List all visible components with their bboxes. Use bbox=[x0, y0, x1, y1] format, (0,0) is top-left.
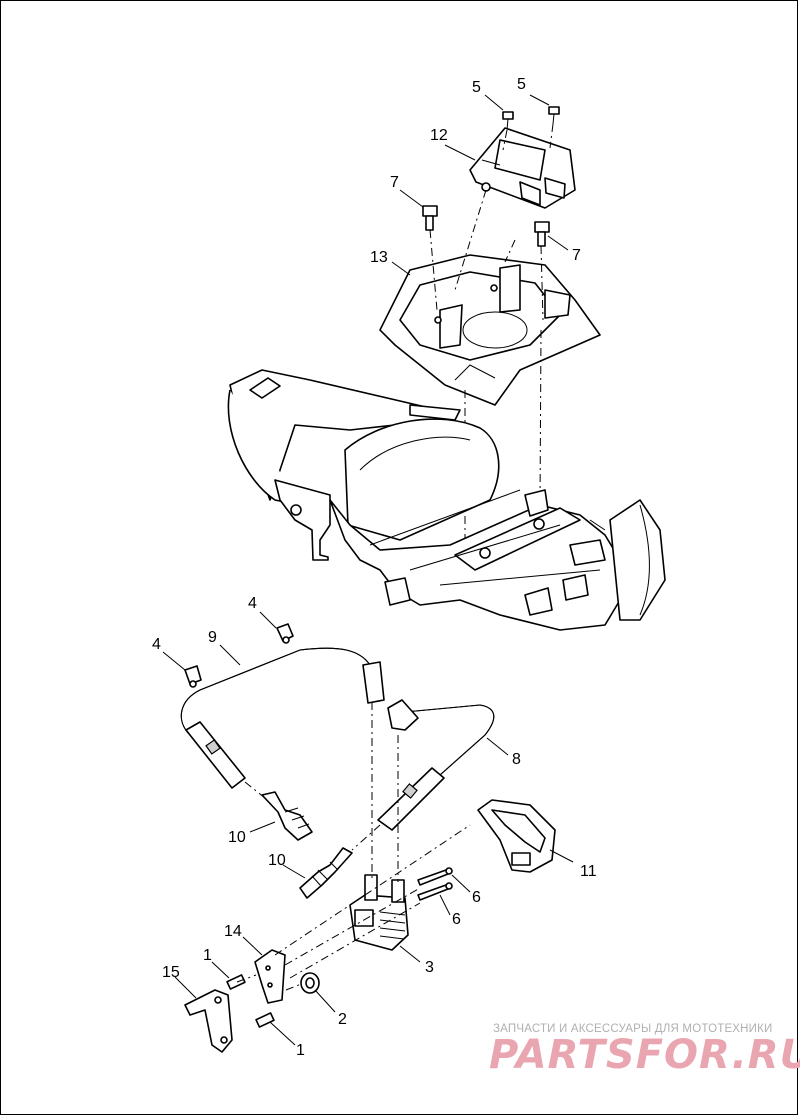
motorcycle-rear-frame bbox=[227, 369, 666, 631]
callout-8: 8 bbox=[512, 751, 521, 768]
screw-5-right bbox=[548, 106, 560, 125]
alignment-line bbox=[549, 123, 554, 149]
callout-5: 5 bbox=[472, 79, 481, 96]
coil-cover-11 bbox=[477, 799, 556, 873]
spark-plug-lead-8 bbox=[377, 699, 495, 831]
bolt-7-left bbox=[422, 205, 438, 231]
mounting-bracket-15 bbox=[184, 989, 233, 1053]
callout-1: 1 bbox=[203, 947, 212, 964]
callout-9: 9 bbox=[208, 629, 217, 646]
alignment-line bbox=[284, 887, 421, 966]
bolt-6-upper bbox=[417, 867, 453, 886]
callout-1: 1 bbox=[296, 1042, 305, 1059]
screw-5-left bbox=[502, 111, 514, 131]
alignment-line bbox=[236, 974, 257, 983]
ignition-coil-3 bbox=[349, 874, 409, 951]
callout-10: 10 bbox=[268, 852, 286, 869]
callout-14: 14 bbox=[224, 923, 242, 940]
alignment-line bbox=[539, 329, 542, 506]
screw-1-lower bbox=[255, 1012, 275, 1028]
alignment-line bbox=[244, 781, 266, 799]
callout-3: 3 bbox=[425, 959, 434, 976]
callout-4: 4 bbox=[248, 595, 257, 612]
callout-6: 6 bbox=[472, 889, 481, 906]
alignment-line bbox=[274, 824, 471, 956]
bolt-6-lower bbox=[417, 882, 453, 901]
watermark-tagline: ЗАПЧАСТИ И АКСЕССУАРЫ ДЛЯ МОТОТЕХНИКИ bbox=[493, 1023, 773, 1035]
alignment-line bbox=[502, 129, 508, 151]
cable-clip-4-upper bbox=[276, 623, 294, 644]
callout-5: 5 bbox=[517, 76, 526, 93]
alignment-line bbox=[351, 824, 381, 851]
alignment-line bbox=[285, 983, 302, 991]
bolt-7-right bbox=[534, 221, 550, 247]
grommet-2 bbox=[300, 972, 320, 994]
callout-12: 12 bbox=[430, 127, 448, 144]
electronic-module-12 bbox=[469, 127, 576, 209]
callout-10: 10 bbox=[228, 829, 246, 846]
callout-15: 15 bbox=[162, 964, 180, 981]
callout-2: 2 bbox=[338, 1011, 347, 1028]
callout-11: 11 bbox=[580, 863, 597, 880]
mounting-tray-13 bbox=[379, 254, 601, 406]
callout-7: 7 bbox=[390, 174, 399, 191]
callout-6: 6 bbox=[452, 911, 461, 928]
alignment-line bbox=[540, 245, 544, 321]
spark-plug-10-lower bbox=[299, 847, 353, 899]
callout-13: 13 bbox=[370, 249, 388, 266]
cable-clip-4-lower bbox=[184, 665, 202, 688]
coil-bracket-14 bbox=[254, 949, 286, 1004]
alignment-line bbox=[429, 229, 438, 311]
alignment-line bbox=[504, 239, 516, 263]
callout-4: 4 bbox=[152, 636, 161, 653]
spark-plug-10-upper bbox=[261, 791, 313, 841]
spark-plug-lead-9 bbox=[180, 647, 385, 789]
watermark-logo: PARTSFOR.RU bbox=[489, 1032, 800, 1078]
callout-7: 7 bbox=[572, 247, 581, 264]
screw-1-upper bbox=[226, 974, 246, 990]
alignment-line bbox=[289, 902, 421, 979]
callout-leaders bbox=[162, 94, 574, 1046]
